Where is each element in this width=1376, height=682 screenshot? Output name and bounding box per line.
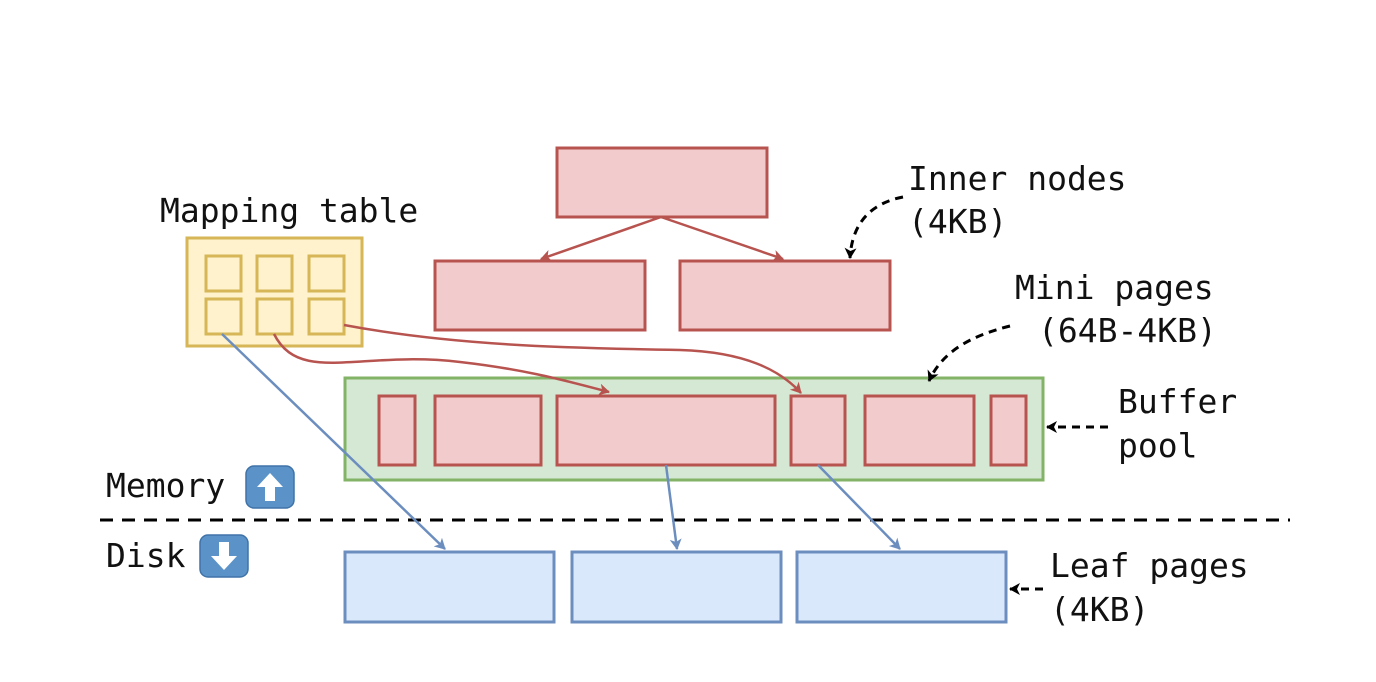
mini-page (377, 394, 417, 467)
mini-pages-pointer-arrow (927, 324, 1011, 382)
mapping-slot (307, 297, 346, 336)
inner-node-right (678, 259, 892, 332)
mini-pages-size-label: (64B-4KB) (1038, 311, 1217, 350)
leaf-pages (343, 550, 1008, 624)
mapping-to-mini-page-arrow (343, 323, 802, 394)
root-to-left-edge (540, 215, 662, 262)
mapping-table-label: Mapping table (160, 191, 418, 230)
inner-nodes-size-label: (4KB) (908, 202, 1007, 241)
leaf-page (570, 550, 783, 624)
buffer-pool (343, 376, 1045, 482)
inner-nodes-pointer-arrow (844, 195, 904, 259)
leaf-pages-size-label: (4KB) (1050, 590, 1149, 629)
memory-label: Memory (106, 466, 225, 505)
mapping-slot (204, 297, 243, 336)
inner-node-left (433, 259, 647, 332)
inner-nodes (433, 146, 892, 332)
mapping-slot (307, 254, 346, 293)
inner-nodes-label: Inner nodes (908, 159, 1127, 198)
arrow-up-emoji-icon (245, 465, 295, 509)
disk-label: Disk (106, 536, 186, 575)
root-to-right-edge (660, 215, 784, 262)
mini-page (789, 394, 847, 467)
mini-page (555, 394, 777, 467)
mapping-slot (204, 254, 243, 293)
buffer-pool-label: Buffer (1118, 382, 1237, 421)
arrow-down-emoji-icon (199, 534, 249, 578)
leaf-page (795, 550, 1008, 624)
buffer-pool-label-line2: pool (1118, 426, 1197, 465)
mapping-table (185, 236, 364, 348)
mini-page (989, 394, 1028, 467)
mapping-to-mini-page-arrow (272, 333, 610, 396)
mini-page (863, 394, 976, 467)
mapping-slot (255, 254, 294, 293)
leaf-pages-label: Leaf pages (1050, 546, 1249, 585)
mini-page (433, 394, 543, 467)
leaf-page (343, 550, 556, 624)
inner-node-root (555, 146, 769, 219)
mapping-to-leaf-arrow (221, 333, 446, 550)
mapping-slot (255, 297, 294, 336)
mini-pages-label: Mini pages (1015, 268, 1214, 307)
mini-page-to-leaf-arrow (817, 464, 901, 550)
mini-page-to-leaf-arrow (664, 464, 682, 550)
